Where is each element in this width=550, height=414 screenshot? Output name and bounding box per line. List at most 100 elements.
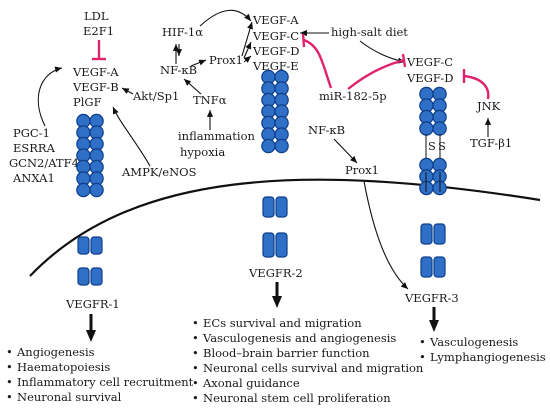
bullet: • [192,316,199,330]
l2-vegf-c: VEGF-C [252,29,299,43]
vegfr2-receptor [261,69,289,258]
bullet: • [6,360,13,374]
outcome-item: Vasculogenesis and angiogenesis [202,331,396,345]
outcome-item: Blood–brain barrier function [203,346,370,360]
hypoxia-label: hypoxia [180,145,225,159]
l3-vegf-d: VEGF-D [406,71,453,85]
outcome-list-r2: • ECs survival and migration • Vasculoge… [192,316,424,405]
kinase-domain [77,236,90,255]
outcome-item: Vasculogenesis [429,335,518,349]
bullet: • [192,361,199,375]
aktsp1-label: Akt/Sp1 [132,89,179,103]
tnf-label: TNFα [193,93,227,107]
arrow-aktsp1-to-vegfb [121,87,134,95]
arrow-hif-to-vegf [199,9,252,27]
l1-vegf-a: VEGF-A [72,65,119,79]
kinase-domain [433,256,446,278]
factor-anxa1: ANXA1 [12,171,55,185]
ig-domain-bead [76,182,91,198]
ig-domain-bead [89,182,104,198]
inhibition-jnk-vegfd [462,69,490,100]
bullet: • [192,331,199,345]
factor-esrra: ESRRA [13,141,56,155]
outcome-arrowhead-r1 [86,330,96,342]
tgf-label: TGF-β1 [470,136,512,150]
arrow-tnf-to-nfkb [183,78,202,95]
inhibition-e2f1-vegfa [92,40,106,61]
outcome-item: Haematopoiesis [17,360,110,374]
kinase-domain [90,267,103,286]
ig-domain-bead [261,138,276,154]
outcome-item: Lymphangiogenesis [430,350,546,364]
bullet: • [192,376,199,390]
arrow-prox1-to-vegfr3 [363,180,409,290]
arrow-nfkb-to-prox1 [333,138,358,164]
inflammation-label: inflammation [178,129,255,143]
kinase-domain [262,232,275,258]
nfkb-mid-label: NF-κB [308,123,345,137]
kinase-domain [77,267,90,286]
factor-pgc1: PGC-1 [13,126,50,140]
arrow-prox1-to-vegfa [241,21,253,57]
kinase-domain [275,196,288,218]
bullet: • [419,350,426,364]
outcome-item: Inflammatory cell recruitment [17,375,194,389]
vegfr2-label: VEGFR-2 [248,266,303,280]
ampk-label: AMPK/eNOS [121,165,197,179]
disulfide-s-label: S [438,139,446,153]
outcome-item: Axonal guidance [202,376,300,390]
ldl-label: LDL [84,9,109,23]
ig-domain-bead [419,121,434,136]
inhibition-mir-vegfc [301,33,333,89]
bullet: • [6,375,13,389]
ig-domain-bead [274,138,289,154]
nfkb-top-label: NF-κB [160,63,197,77]
prox1-mid-label: Prox1 [345,163,379,177]
arrow-factors-to-vegfa [37,66,63,127]
outcome-item: Neuronal survival [17,390,122,404]
vegfr1-receptor [76,113,104,286]
hif-label: HIF-1α [162,25,203,39]
arrow-highsalt-to-vegf3 [359,40,406,64]
kinase-domain [433,223,446,245]
outcome-item: ECs survival and migration [203,316,362,330]
vegfr1-label: VEGFR-1 [65,297,120,311]
l2-vegf-e: VEGF-E [252,59,299,73]
l2-vegf-a: VEGF-A [252,13,299,27]
arrow-ampk-to-vegfb [112,106,151,167]
vegfr3-label: VEGFR-3 [404,291,459,305]
ig-domain-bead [432,121,447,136]
kinase-domain [90,236,103,255]
outcome-arrowhead-r3 [429,320,439,332]
outcome-arrowhead-r2 [272,296,282,308]
outcome-list-r1: • Angiogenesis • Haematopoiesis • Inflam… [6,345,194,404]
bullet: • [6,345,13,359]
arrow-prox1-to-vegfd [243,55,252,63]
bullet: • [192,391,199,405]
arrow-nfkb-to-prox1 [190,59,207,67]
bullet: • [192,346,199,360]
outcome-item: Neuronal cells survival and migration [203,361,424,375]
outcome-item: Neuronal stem cell proliferation [203,391,391,405]
l1-vegf-b: VEGF-B [72,80,119,94]
bullet: • [6,390,13,404]
e2f1-label: E2F1 [83,24,114,38]
l1-plgf: PlGF [73,95,102,109]
factor-gcn2: GCN2/ATF4 [9,156,79,170]
inhibition-mir-vegfc3 [347,53,407,90]
bullet: • [419,335,426,349]
l3-vegf-c: VEGF-C [406,55,453,69]
kinase-domain [275,232,288,258]
jnk-label: JNK [476,99,501,113]
outcome-list-r3: • Vasculogenesis • Lymphangiogenesis [419,335,546,364]
high-salt-label: high-salt diet [331,25,408,39]
l2-vegf-d: VEGF-D [252,44,299,58]
kinase-domain [420,256,433,278]
kinase-domain [262,196,275,218]
prox1-top-label: Prox1 [209,53,243,67]
mir-label: miR-182-5p [319,89,387,103]
cell-membrane [29,178,541,277]
outcome-item: Angiogenesis [16,345,95,359]
